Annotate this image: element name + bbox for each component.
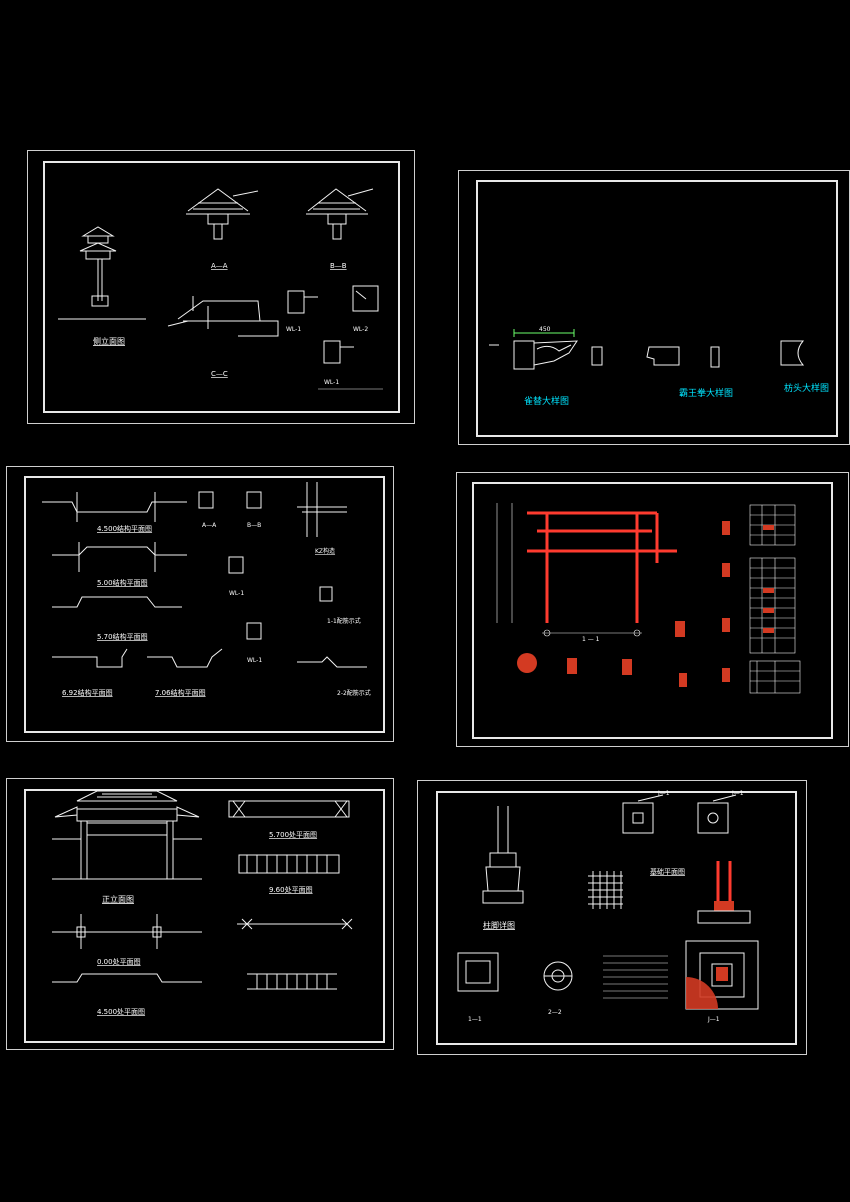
plan-706-label: 7.06结构平面图	[155, 688, 206, 697]
gate-front-elevation	[52, 790, 202, 880]
foundation-section	[697, 861, 751, 924]
j1a-label: J—1	[657, 790, 670, 797]
sheet-border	[24, 476, 385, 733]
section-22-label: 2—2	[548, 1009, 562, 1016]
plan-692-label: 6.92结构平面图	[62, 688, 113, 697]
j1b-label: J—1	[731, 790, 744, 797]
plan-000-figure	[52, 914, 202, 983]
plan-5700-figure	[228, 800, 350, 818]
section-boxes	[198, 482, 367, 668]
section-aa-figure	[186, 188, 259, 240]
drawing-sheet-reinforcement: 1 — 1	[456, 472, 849, 747]
elevation-plans-drawing: 正立面图 5.700处平面图 9.60处平面图 0.00处平面图 4.500处平…	[52, 790, 353, 1016]
rebar-grid	[588, 871, 623, 909]
reinforcement-drawing: 1 — 1	[496, 503, 801, 694]
beam-head-figure	[780, 340, 805, 366]
wl1-label: WL-1	[229, 590, 244, 597]
detail-11-label: 1-1配筋示式	[327, 617, 361, 625]
plan-000-label: 0.00处平面图	[97, 957, 141, 966]
plan-500-label: 5.00结构平面图	[97, 578, 148, 587]
wl-detail-figures	[287, 285, 379, 364]
column-detail-label: 柱脚详图	[483, 920, 515, 930]
bracket-label: 雀替大样图	[524, 395, 569, 407]
square-column-section	[567, 658, 577, 674]
aa-label: A—A	[202, 522, 217, 529]
foundation-plan-label: 基础平面图	[650, 867, 685, 876]
section-details	[457, 952, 573, 992]
section-cc-label: C—C	[211, 370, 228, 378]
section-cc-figure	[167, 296, 279, 337]
notes-text-lines	[603, 955, 668, 999]
wl1b-label: WL-1	[247, 657, 262, 664]
plan-4500-label: 4.500处平面图	[97, 1007, 145, 1016]
plan-960-figure	[238, 854, 340, 874]
section-bb-label: B—B	[330, 262, 347, 270]
sheet-border	[436, 791, 797, 1045]
wl1-label: WL-1	[286, 326, 301, 333]
bb-label: B—B	[247, 522, 261, 529]
front-elevation-label: 正立面图	[102, 894, 134, 904]
queen-fist-figure	[646, 346, 720, 368]
pagoda-figure	[58, 226, 146, 320]
j1c-label: J—1	[707, 1016, 720, 1023]
detail-22-label: 2-2配筋示式	[337, 689, 371, 697]
sheet-border	[476, 180, 838, 437]
wl1b-label: WL-1	[324, 379, 339, 386]
dim-450: 450	[539, 326, 551, 333]
sheet-border	[472, 482, 833, 739]
beam-head-label: 枋头大样图	[784, 382, 829, 394]
drawing-sheet-structural-plans: 4.500结构平面图 5.00结构平面图 5.70结构平面图 6.92结构平面图…	[6, 466, 394, 742]
j1-plan-figures	[622, 794, 737, 834]
plan-4500-label: 4.500结构平面图	[97, 524, 152, 533]
red-frame-elevation	[527, 511, 677, 623]
foundation-plan-square	[685, 940, 759, 1010]
beam-plan-lines	[42, 492, 223, 668]
sheet-border	[43, 161, 400, 413]
foundation-drawing: J—1 J—1 柱脚详图 基础平面图 J—1	[457, 790, 759, 1023]
side-elevation-label: 侧立面图	[93, 336, 125, 346]
section-bb-figure	[306, 188, 374, 240]
wl2-label: WL-2	[353, 326, 368, 333]
plan-5700-label: 5.700处平面图	[269, 830, 317, 839]
beam-layout-plans	[237, 918, 353, 990]
plan-960-label: 9.60处平面图	[269, 885, 313, 894]
bracket-figure	[489, 340, 603, 370]
frame-dimensions	[496, 503, 642, 637]
drawing-sheet-foundation: J—1 J—1 柱脚详图 基础平面图 J—1	[417, 780, 807, 1055]
section-11-label: 1 — 1	[582, 636, 600, 643]
section-11-label: 1—1	[468, 1016, 482, 1023]
round-column-section	[517, 653, 537, 673]
kz-label: KZ构造	[315, 547, 335, 555]
rebar-tables	[749, 504, 801, 694]
queen-fist-label: 霸王拳大样图	[679, 387, 733, 399]
side-elevation-drawing: 侧立面图 A—A B—B C—C	[58, 188, 383, 390]
sheet-border	[24, 789, 385, 1043]
plan-570-label: 5.70结构平面图	[97, 632, 148, 641]
drawing-sheet-elevation-plans: 正立面图 5.700处平面图 9.60处平面图 0.00处平面图 4.500处平…	[6, 778, 394, 1050]
drawing-sheet-bracket-details: 450 雀替大样图 霸王拳大样图 枋头大样图	[458, 170, 850, 445]
bracket-details-drawing: 450 雀替大样图 霸王拳大样图 枋头大样图	[489, 326, 829, 407]
drawing-sheet-side-elevation: 侧立面图 A—A B—B C—C	[27, 150, 415, 424]
section-aa-label: A—A	[211, 262, 228, 270]
column-foot-figure	[482, 806, 524, 904]
structural-plans-drawing: 4.500结构平面图 5.00结构平面图 5.70结构平面图 6.92结构平面图…	[42, 482, 371, 697]
